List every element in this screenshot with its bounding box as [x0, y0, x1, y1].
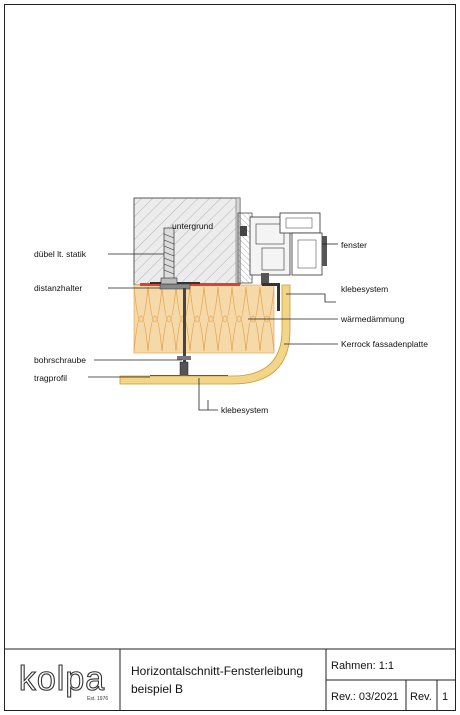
logo-est: Est. 1976: [87, 696, 108, 702]
drawing-title: Horizontalschnitt-Fensterleibung: [131, 664, 303, 678]
revision-label: Rev.: [410, 691, 432, 703]
leader-lines: [88, 243, 338, 411]
label-kerrock: Kerrock fassadenplatte: [341, 339, 428, 349]
label-klebesystem-top: klebesystem: [341, 284, 388, 294]
revision-number: 1: [442, 691, 448, 703]
title-block: [4, 648, 456, 711]
angle-bracket: [262, 283, 280, 311]
scale-field: Rahmen: 1:1: [331, 660, 394, 672]
label-distanzhalter: distanzhalter: [34, 283, 82, 293]
drawing-subtitle: beispiel B: [131, 682, 183, 696]
window-frame: [237, 212, 327, 287]
label-untergrund: untergrund: [172, 221, 213, 231]
revision-date: Rev.: 03/2021: [331, 691, 399, 703]
kerrock-panel: [119, 284, 291, 385]
dowel-anchor: [160, 227, 178, 285]
label-waermedaemmung: wärmedämmung: [340, 314, 405, 324]
label-fenster: fenster: [341, 240, 367, 250]
label-duebel: dübel lt. statik: [34, 249, 87, 259]
label-tragprofil: tragprofil: [34, 373, 67, 383]
label-bohrschraube: bohrschraube: [34, 355, 86, 365]
label-klebesystem-bottom: klebesystem: [221, 405, 268, 415]
kolpa-logo: kolpa: [19, 660, 105, 698]
sheet-border: [4, 4, 456, 711]
substrate-wall: [133, 197, 241, 286]
